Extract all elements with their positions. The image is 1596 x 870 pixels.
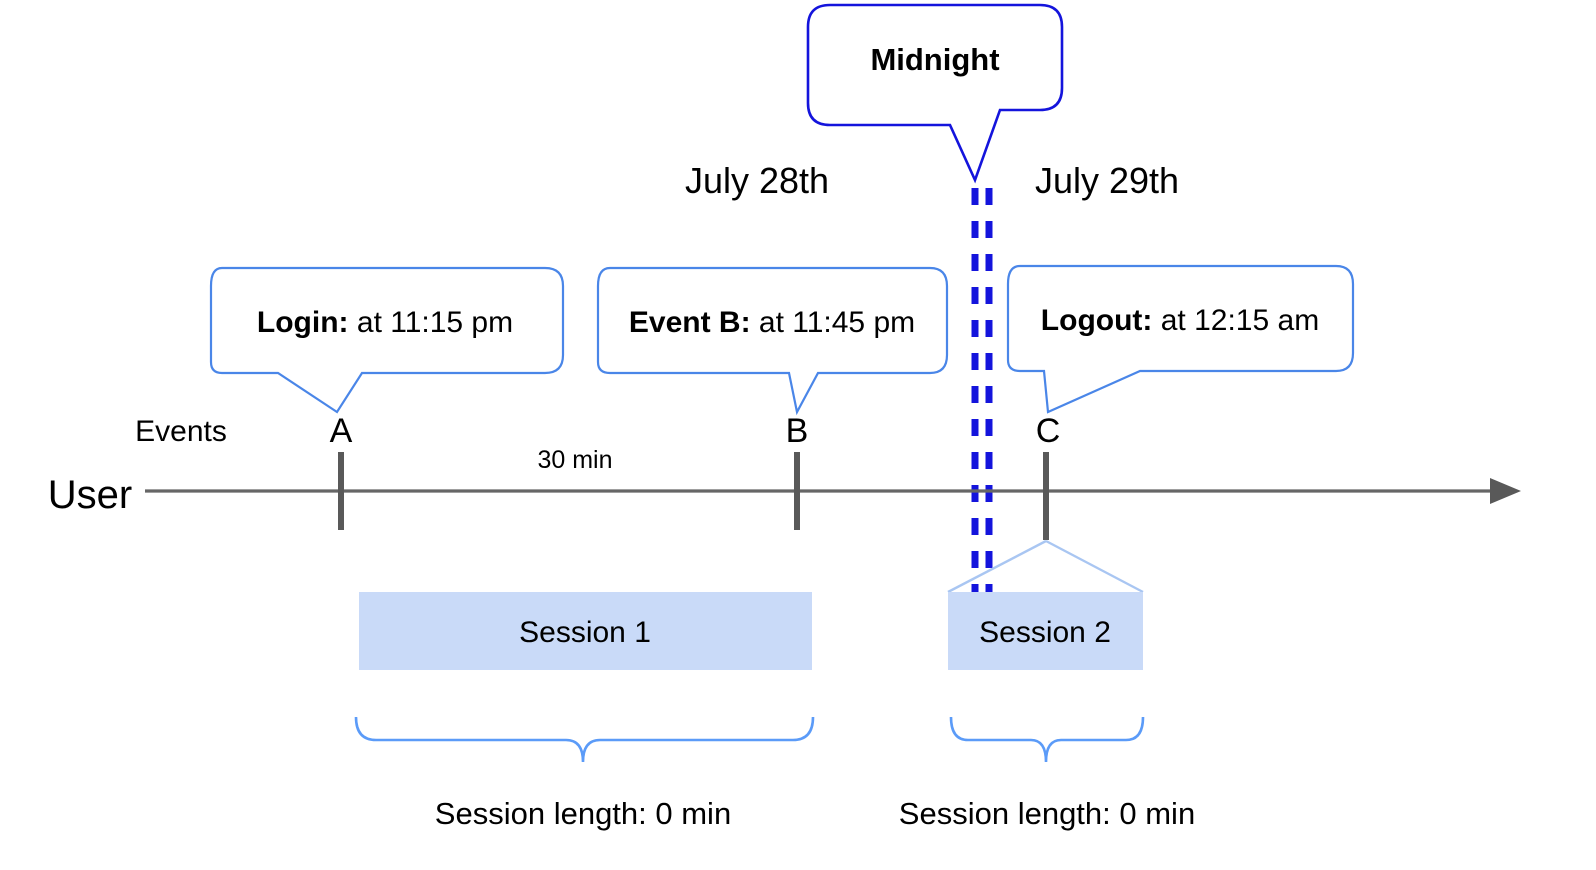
callout-eventb-bold: Event B: xyxy=(628,306,751,339)
session-1-bar xyxy=(359,592,812,670)
callout-eventb-text: Event B: at 11:45 pm xyxy=(629,308,915,338)
timeline-arrow-head xyxy=(1490,478,1521,504)
callout-logout-rest: at 12:15 am xyxy=(1152,304,1320,337)
callout-login-bold: Login: xyxy=(256,306,349,339)
lane-label-events: Events xyxy=(135,415,227,448)
tick-label-c: C xyxy=(1035,412,1061,450)
session2-guide-line-left xyxy=(947,539,1047,594)
midnight-callout-shape xyxy=(806,3,1064,184)
tick-label-a: A xyxy=(329,412,353,450)
callout-logout-text: Logout: at 12:15 am xyxy=(1041,306,1319,336)
date-label-july-28: July 28th xyxy=(684,160,830,201)
lane-label-user: User xyxy=(47,473,133,517)
session-1-label: Session 1 xyxy=(519,616,651,649)
session-2-brace xyxy=(949,716,1145,763)
callout-logout-shape xyxy=(1006,264,1355,414)
callout-eventb-shape xyxy=(596,266,949,416)
callout-logout-bold: Logout: xyxy=(1040,304,1153,337)
duration-label-30-min: 30 min xyxy=(537,446,613,474)
date-label-july-29: July 29th xyxy=(1034,160,1180,201)
tick-label-b: B xyxy=(785,412,809,450)
session-2-bar xyxy=(948,592,1143,670)
callout-login-text: Login: at 11:15 pm xyxy=(257,308,513,338)
session-1-brace xyxy=(354,716,815,763)
callout-eventb-rest: at 11:45 pm xyxy=(750,306,916,339)
midnight-callout-label: Midnight xyxy=(870,42,1000,77)
callout-login-rest: at 11:15 pm xyxy=(348,306,514,339)
session2-guide-line-right xyxy=(1045,539,1144,594)
callout-login-shape xyxy=(209,266,565,414)
session-2-label: Session 2 xyxy=(979,616,1111,649)
session-2-length-label: Session length: 0 min xyxy=(898,796,1196,831)
session-1-length-label: Session length: 0 min xyxy=(434,796,732,831)
